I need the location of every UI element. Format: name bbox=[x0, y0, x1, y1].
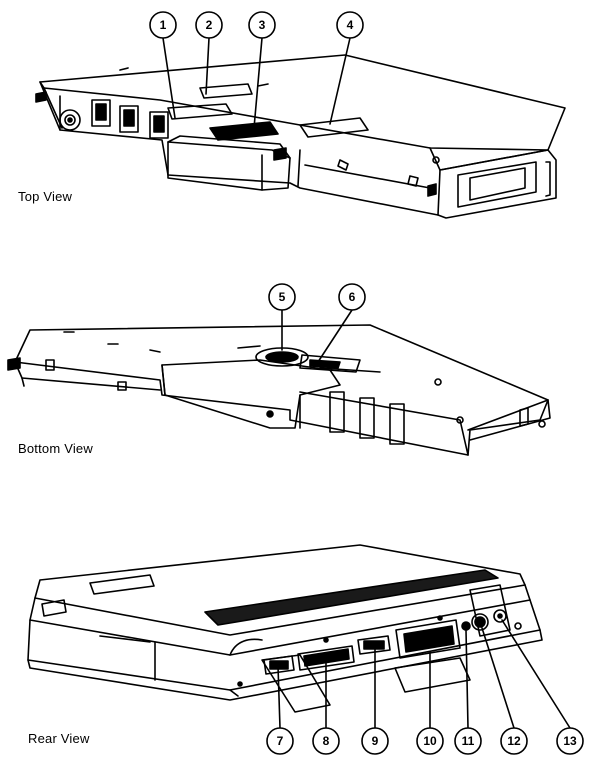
callout-11: 11 bbox=[454, 727, 482, 755]
port-audio bbox=[461, 621, 471, 631]
callout-6: 6 bbox=[338, 283, 366, 311]
callout-3: 3 bbox=[248, 11, 276, 39]
callout-number: 7 bbox=[277, 734, 284, 748]
callout-2: 2 bbox=[195, 11, 223, 39]
top-view-callouts: 1 2 3 4 bbox=[149, 11, 364, 129]
callout-number: 8 bbox=[323, 734, 330, 748]
callout-12: 12 bbox=[500, 727, 528, 755]
callout-number: 2 bbox=[206, 18, 213, 32]
port-docking bbox=[395, 619, 461, 659]
bottom-view-callouts: 5 6 bbox=[268, 283, 366, 363]
port-serial-left bbox=[263, 655, 295, 675]
top-view-label: Top View bbox=[18, 189, 73, 204]
port-power bbox=[493, 609, 507, 623]
callout-1: 1 bbox=[149, 11, 177, 39]
callout-7: 7 bbox=[266, 727, 294, 755]
callout-number: 11 bbox=[462, 734, 475, 748]
callout-number: 1 bbox=[160, 18, 167, 32]
callout-number: 5 bbox=[279, 290, 286, 304]
top-view-chassis bbox=[35, 54, 566, 219]
callout-number: 13 bbox=[563, 734, 577, 748]
port-parallel bbox=[297, 645, 355, 671]
callout-5: 5 bbox=[268, 283, 296, 311]
callout-10: 10 bbox=[416, 727, 444, 755]
bottom-view-chassis bbox=[7, 324, 551, 456]
bottom-view-label: Bottom View bbox=[18, 441, 93, 456]
callout-number: 4 bbox=[347, 18, 354, 32]
callout-number: 10 bbox=[423, 734, 437, 748]
rear-view-laptop bbox=[27, 544, 543, 713]
callout-number: 12 bbox=[507, 734, 521, 748]
rear-view-label: Rear View bbox=[28, 731, 90, 746]
rear-view-callouts: 7 8 9 10 11 12 13 bbox=[266, 619, 584, 755]
callout-9: 9 bbox=[361, 727, 389, 755]
callout-number: 9 bbox=[372, 734, 379, 748]
callout-13: 13 bbox=[556, 727, 584, 755]
callout-4: 4 bbox=[336, 11, 364, 39]
callout-8: 8 bbox=[312, 727, 340, 755]
callout-number: 6 bbox=[349, 290, 356, 304]
callout-number: 3 bbox=[259, 18, 266, 32]
port-ps2 bbox=[471, 613, 489, 631]
port-vga bbox=[357, 635, 391, 655]
